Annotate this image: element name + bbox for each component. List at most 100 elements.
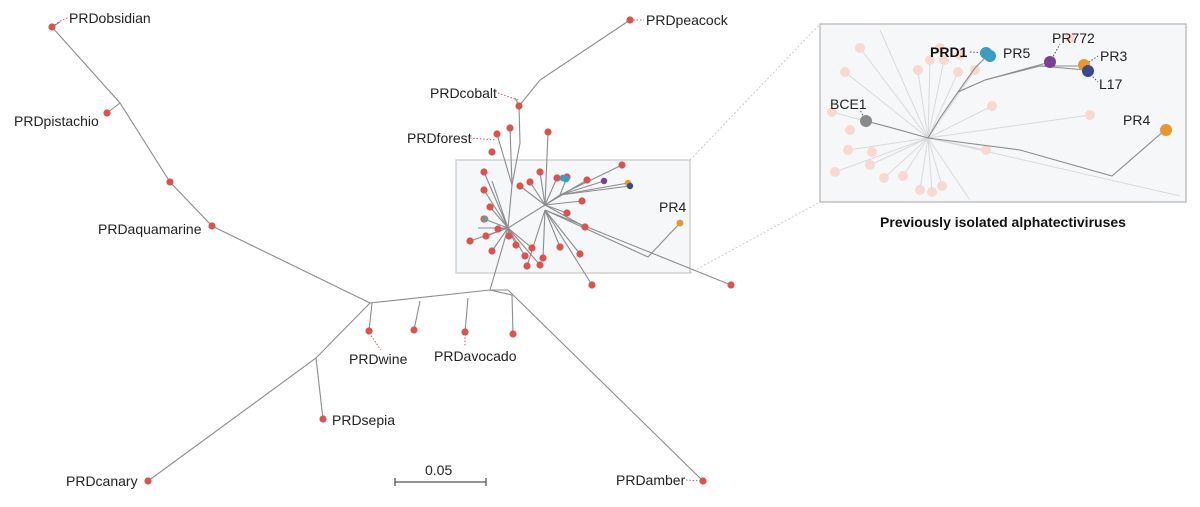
- tip-node: [521, 252, 529, 260]
- tip-node: [166, 178, 174, 186]
- faded-tip: [925, 55, 935, 65]
- tip-cobalt: [515, 102, 523, 110]
- tip-node: [536, 261, 544, 269]
- main-tree-tips: [48, 16, 735, 485]
- label-pr4: PR4: [1123, 112, 1150, 128]
- tip-sepia: [319, 415, 327, 423]
- tip-pistachio: [103, 109, 111, 117]
- zoom-connector-top: [689, 23, 821, 161]
- label-aquamarine: PRDaquamarine: [98, 221, 202, 237]
- tip-node: [539, 254, 547, 262]
- label-avocado: PRDavocado: [434, 348, 517, 364]
- tip-amber: [699, 477, 707, 485]
- tip-wine: [365, 327, 373, 335]
- tip-node: [528, 244, 536, 252]
- tip-node: [578, 197, 586, 205]
- faded-tip: [1085, 110, 1095, 120]
- faded-tip: [913, 65, 923, 75]
- label-wine: PRDwine: [349, 351, 408, 367]
- tip-node: [618, 161, 626, 169]
- label-peacock: PRDpeacock: [646, 12, 729, 28]
- tip-pr4-main: [676, 219, 684, 227]
- faded-tip: [840, 67, 850, 77]
- label-prd1: PRD1: [930, 44, 968, 60]
- tip-node: [536, 168, 544, 176]
- tip-node: [727, 281, 735, 289]
- tip-bce1-main: [481, 215, 489, 223]
- tip-node: [583, 176, 591, 184]
- tip-node: [544, 128, 552, 136]
- label-canary: PRDcanary: [66, 473, 138, 489]
- tip-node: [516, 182, 524, 190]
- main-tree-leaders: [51, 17, 703, 482]
- main-tree-labels: PRDobsidian PRDpeacock PRDpistachio PRDc…: [14, 10, 729, 489]
- faded-tip: [987, 101, 997, 111]
- zoom-connector-bottom: [689, 201, 821, 274]
- inset-faded-tips: [827, 33, 1095, 197]
- label-obsidian: PRDobsidian: [69, 10, 151, 26]
- faded-tip: [865, 160, 875, 170]
- label-pr4-main: PR4: [659, 199, 686, 215]
- faded-tip: [867, 147, 877, 157]
- tip-l17: [1082, 65, 1094, 77]
- tip-node: [576, 250, 584, 258]
- tip-node: [480, 168, 488, 176]
- faded-tip: [827, 107, 837, 117]
- tip-node: [506, 124, 514, 132]
- label-sepia: PRDsepia: [332, 412, 395, 428]
- faded-tip: [1065, 33, 1075, 43]
- tip-forest: [493, 130, 501, 138]
- label-pr3: PR3: [1100, 48, 1127, 64]
- faded-tip: [955, 50, 965, 60]
- tip-node: [494, 225, 502, 233]
- tip-pr4: [1160, 124, 1172, 136]
- tip-node: [581, 223, 589, 231]
- tip-l17-main: [626, 182, 634, 190]
- faded-tip: [939, 55, 949, 65]
- faded-tip: [970, 65, 980, 75]
- label-l17: L17: [1099, 76, 1123, 92]
- scale-label: 0.05: [425, 462, 452, 478]
- label-pr5: PR5: [1003, 45, 1030, 61]
- tip-obsidian: [48, 23, 56, 31]
- tip-node: [563, 209, 571, 217]
- faded-tip: [927, 187, 937, 197]
- label-forest: PRDforest: [407, 130, 472, 146]
- faded-tip: [915, 185, 925, 195]
- zoom-region: [455, 159, 691, 274]
- label-pistachio: PRDpistachio: [14, 113, 99, 129]
- tip-node: [512, 241, 520, 249]
- inset-panel: PRD1 PR5 PR772 PR3 L17 BCE1 PR4 Previous…: [819, 23, 1187, 230]
- tip-node: [556, 243, 564, 251]
- tip-node: [553, 174, 561, 182]
- tip-node: [588, 281, 596, 289]
- tip-canary: [144, 477, 152, 485]
- tip-node: [482, 232, 490, 240]
- tip-node: [526, 178, 534, 186]
- tip-avocado: [461, 328, 469, 336]
- tip-pr5-main: [562, 175, 570, 183]
- faded-tip: [879, 173, 889, 183]
- tip-node: [488, 247, 496, 255]
- tip-bce1: [860, 115, 872, 127]
- faded-tip: [843, 145, 853, 155]
- tip-pr772-main: [600, 177, 608, 185]
- scale-bar: 0.05: [394, 462, 487, 486]
- tip-node: [509, 330, 517, 338]
- tip-node: [488, 148, 496, 156]
- label-amber: PRDamber: [616, 472, 686, 488]
- faded-tip: [981, 145, 991, 155]
- faded-tip: [855, 43, 865, 53]
- main-tree-branches: [51, 19, 732, 482]
- faded-tip: [937, 181, 947, 191]
- tip-node: [505, 232, 513, 240]
- faded-tip: [830, 167, 840, 177]
- faded-tip: [953, 67, 963, 77]
- inset-frame: [819, 23, 1187, 203]
- label-cobalt: PRDcobalt: [430, 85, 497, 101]
- tip-peacock: [626, 16, 634, 24]
- tip-node: [410, 326, 418, 334]
- tip-node: [480, 186, 488, 194]
- tip-node: [466, 237, 474, 245]
